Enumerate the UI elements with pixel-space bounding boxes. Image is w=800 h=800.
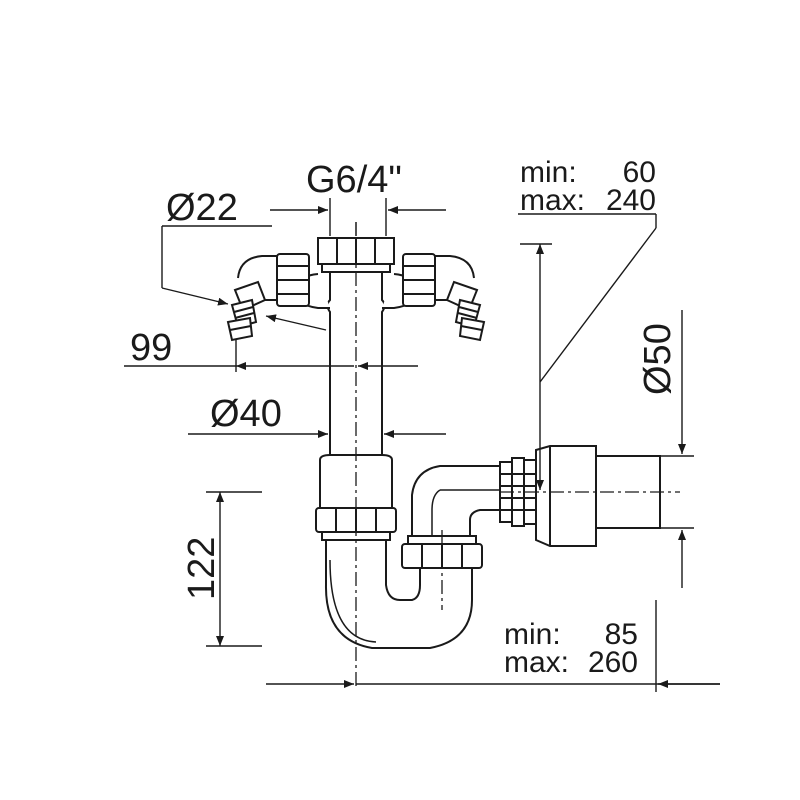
height-range-dimension (518, 213, 657, 490)
height-max-label: max: (520, 184, 585, 217)
inlet-diameter-label: Ø22 (166, 187, 238, 229)
left-trap-nut (315, 507, 397, 541)
outlet-bend (411, 465, 500, 536)
trap-depth-dimension (206, 491, 262, 647)
length-max-value: 260 (588, 646, 638, 679)
inlet-offset-dimension (124, 340, 418, 372)
height-min-value: 60 (623, 156, 656, 189)
thread-dimension (270, 198, 446, 236)
height-min-label: min: (520, 156, 577, 189)
outlet-diameter-dimension (660, 310, 694, 588)
height-max-value: 240 (606, 184, 656, 217)
outlet-pipe (499, 445, 661, 547)
trap-depth-label: 122 (181, 537, 223, 600)
inlet-diameter-leader (161, 225, 327, 331)
outlet-diameter-label: Ø50 (637, 323, 679, 395)
inlet-offset-label: 99 (130, 327, 172, 369)
left-inlet-connector (226, 253, 310, 342)
pipe-diameter-label: Ø40 (210, 393, 282, 435)
length-min-label: min: (504, 618, 561, 651)
u-trap (324, 540, 473, 649)
length-min-value: 85 (605, 618, 638, 651)
length-max-label: max: (504, 646, 569, 679)
pipe-diameter-dimension (188, 424, 446, 446)
length-range-dimension (266, 600, 720, 692)
right-inlet-connector (402, 253, 486, 342)
centerlines (355, 222, 680, 690)
thread-label: G6/4" (306, 159, 402, 201)
